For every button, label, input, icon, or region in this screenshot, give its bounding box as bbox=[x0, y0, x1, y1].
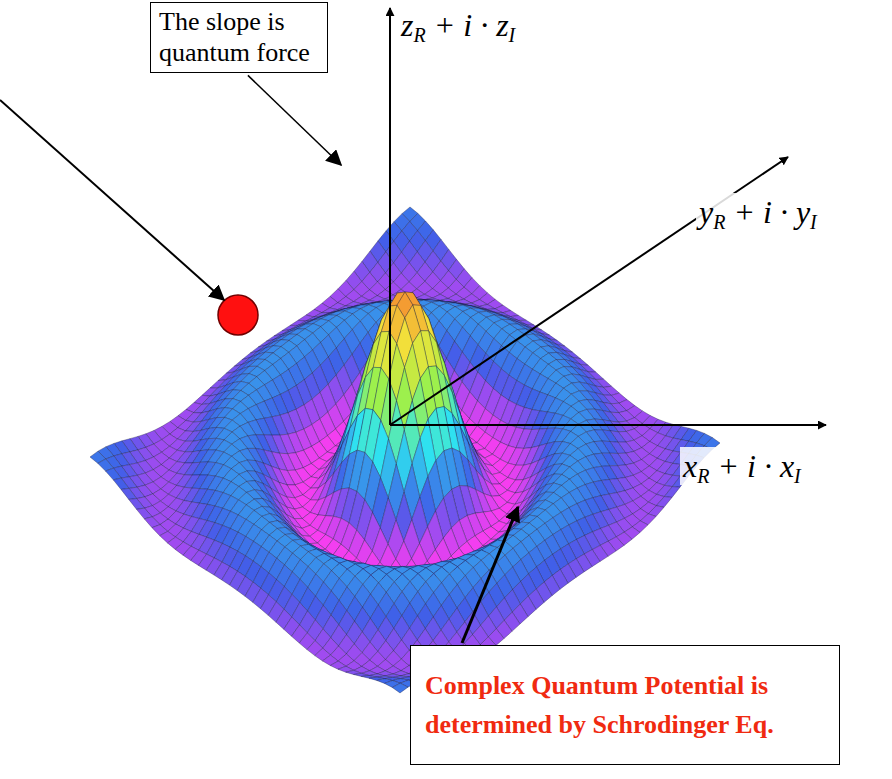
axis-label: yR + i · yI bbox=[696, 193, 820, 231]
label-char bbox=[426, 7, 434, 43]
surface-mesh-cell bbox=[656, 497, 672, 508]
caption-leader bbox=[462, 507, 518, 643]
callout-text: The slope is quantum force bbox=[159, 7, 319, 68]
axes bbox=[390, 8, 826, 425]
surface-mesh-cell bbox=[106, 468, 122, 480]
surface-plot bbox=[90, 207, 720, 693]
label-char: x bbox=[780, 448, 794, 484]
label-char: + bbox=[434, 7, 456, 43]
surface-mesh-cell bbox=[392, 683, 408, 693]
label-char: + bbox=[717, 448, 739, 484]
subscript: R bbox=[413, 24, 425, 46]
label-char: i bbox=[747, 448, 756, 484]
label-char bbox=[488, 7, 496, 43]
subscript: R bbox=[713, 211, 725, 233]
label-char bbox=[472, 7, 480, 43]
particle-dot bbox=[218, 295, 258, 335]
label-char: · bbox=[480, 7, 488, 43]
label-char bbox=[725, 194, 733, 230]
label-char: y bbox=[699, 194, 713, 230]
surface-mesh-cell bbox=[113, 478, 129, 489]
subscript: I bbox=[810, 211, 817, 233]
label-char: z bbox=[496, 7, 508, 43]
label-char: y bbox=[796, 194, 810, 230]
label-char: + bbox=[733, 194, 755, 230]
z-axis bbox=[389, 8, 391, 425]
surface-mesh-cell bbox=[664, 487, 680, 498]
subscript: I bbox=[794, 465, 801, 487]
label-char bbox=[772, 448, 780, 484]
label-char: i bbox=[463, 7, 472, 43]
label-char: · bbox=[780, 194, 788, 230]
label-char: z bbox=[401, 7, 413, 43]
label-char bbox=[788, 194, 796, 230]
axis-label: xR + i · xI bbox=[680, 447, 804, 485]
label-char: x bbox=[683, 448, 697, 484]
caption-text: Complex Quantum Potential is determined … bbox=[425, 666, 825, 744]
label-char bbox=[755, 194, 763, 230]
dot-leader bbox=[0, 100, 224, 300]
label-char: · bbox=[764, 448, 772, 484]
label-char bbox=[772, 194, 780, 230]
label-char bbox=[455, 7, 463, 43]
subscript: R bbox=[697, 465, 709, 487]
surface-mesh-cell bbox=[129, 499, 145, 510]
label-char bbox=[709, 448, 717, 484]
callout-leader bbox=[248, 75, 341, 165]
caption-box: Complex Quantum Potential is determined … bbox=[410, 645, 840, 765]
surface-mesh-cell bbox=[137, 508, 153, 519]
label-char: i bbox=[763, 194, 772, 230]
label-char bbox=[756, 448, 764, 484]
label-char bbox=[739, 448, 747, 484]
axis-label: zR + i · zI bbox=[398, 6, 518, 44]
subscript: I bbox=[509, 24, 516, 46]
x-axis bbox=[390, 424, 826, 426]
surface-mesh-cell bbox=[121, 488, 137, 499]
callout-box: The slope is quantum force bbox=[150, 2, 328, 73]
